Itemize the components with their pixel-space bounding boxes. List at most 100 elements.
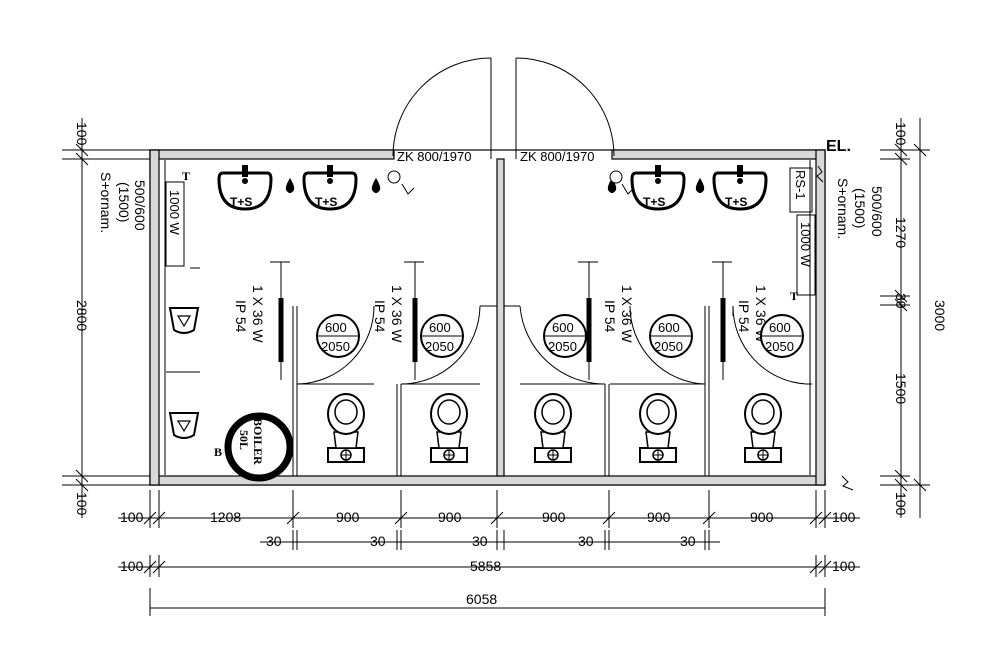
svg-text:2050: 2050 [765,339,794,354]
rs-panel: RS-1 [789,167,813,213]
partition-tag: 600 2050 [760,314,804,358]
svg-text:500/600: 500/600 [132,180,148,231]
svg-text:100: 100 [832,558,856,574]
partition-tag: 600 2050 [420,314,464,358]
svg-text:IP 54: IP 54 [233,300,249,333]
urinal-icon [169,412,199,439]
svg-text:500/600: 500/600 [869,186,885,237]
svg-text:100: 100 [832,509,856,525]
rs-label: RS-1 [793,170,808,200]
thermostat-mark-left: T [182,169,190,183]
svg-text:1208: 1208 [210,509,241,525]
svg-text:600: 600 [658,320,680,335]
toilet-icon [639,393,677,463]
electrical-label: EL. [826,138,851,155]
svg-text:2050: 2050 [548,339,577,354]
toilet-icon [327,393,365,463]
dimension-right: 100 1270 30 1500 100 3000 [880,118,948,518]
partition-tag: 600 2050 [543,314,587,358]
cubicle-doors [296,305,812,385]
svg-text:1 X 36 W: 1 X 36 W [619,285,635,343]
svg-text:1 X 36 W: 1 X 36 W [389,285,405,343]
svg-text:900: 900 [647,509,671,525]
door-label-left: ZK 800/1970 [397,149,471,164]
svg-text:5858: 5858 [470,558,501,574]
svg-text:100: 100 [120,558,144,574]
svg-text:900: 900 [542,509,566,525]
boiler-icon: BOILER 50L [224,412,294,482]
svg-text:1 X 36 W: 1 X 36 W [250,285,266,343]
lamp-icon: 1 X 36 W IP 54 [233,261,290,380]
door-left [392,57,492,159]
sink-label: T+S [315,195,337,209]
svg-text:IP 54: IP 54 [602,300,618,333]
dimension-row-3: 100 5858 100 [118,555,860,577]
partition-tag: 600 2050 [316,314,360,358]
door-right [515,57,615,159]
svg-text:30: 30 [893,293,909,309]
svg-text:600: 600 [429,320,451,335]
towel-holder-icon [387,170,635,195]
sink-label: T+S [643,195,665,209]
door-label-right: ZK 800/1970 [520,149,594,164]
svg-text:2050: 2050 [654,339,683,354]
dimension-row-1: 100 1208 900 900 900 900 900 100 [118,490,860,528]
svg-text:100: 100 [893,122,909,146]
sink-icon: T+S [630,163,686,211]
heater-left: 1000 W [165,181,185,267]
svg-text:100: 100 [120,509,144,525]
cubicle-partitions [292,305,710,476]
svg-text:30: 30 [680,533,696,549]
svg-text:600: 600 [325,320,347,335]
svg-text:IP 54: IP 54 [736,300,752,333]
toilet-icon [744,393,782,463]
svg-text:6058: 6058 [466,591,497,607]
svg-text:S+ornam.: S+ornam. [835,178,851,239]
svg-text:1270: 1270 [893,217,909,248]
boiler-b-mark: B [214,445,222,459]
svg-text:3000: 3000 [932,300,948,331]
lightning-icon [841,475,854,491]
dimension-row-4: 6058 [149,588,826,616]
toilet-icon [430,393,468,463]
thermostat-mark-right: T [790,289,798,303]
svg-text:600: 600 [769,320,791,335]
svg-text:100: 100 [74,122,90,146]
heater-left-label: 1000 W [167,190,182,236]
svg-text:IP 54: IP 54 [372,300,388,333]
lamp-icon: 1 X 36 W IP 54 [372,261,424,380]
sink-label: T+S [725,195,747,209]
lightning-icon [816,165,824,183]
boiler-volume: 50L [237,430,251,450]
toilet-icon [534,393,572,463]
svg-text:30: 30 [266,533,282,549]
heater-right: 1000 W [796,214,816,296]
sink-icon: T+S [217,163,273,211]
sink-icon: T+S [302,163,358,211]
svg-text:30: 30 [472,533,488,549]
svg-text:30: 30 [370,533,386,549]
svg-text:100: 100 [74,492,90,516]
dimension-row-2: 30 30 30 30 30 [260,530,720,550]
socket-note-right: 500/600 (1500) S+ornam. [835,178,885,239]
lamp-icon: 1 X 36 W IP 54 [712,261,769,380]
svg-text:900: 900 [750,509,774,525]
sink-icon: T+S [712,163,768,211]
sink-label: T+S [230,195,252,209]
urinal-icon [169,307,199,334]
svg-text:S+ornam.: S+ornam. [98,172,114,233]
svg-text:(1500): (1500) [116,182,132,222]
socket-note-left: 500/600 (1500) S+ornam. [98,172,148,233]
svg-text:2050: 2050 [321,339,350,354]
soap-dispenser-icon [285,178,705,193]
dimension-left: 100 2800 100 [62,118,150,518]
partition-tag: 600 2050 [649,314,693,358]
boiler-name: BOILER [251,418,265,465]
svg-text:2050: 2050 [425,339,454,354]
svg-text:1500: 1500 [893,373,909,404]
svg-text:100: 100 [893,492,909,516]
svg-text:900: 900 [438,509,462,525]
svg-text:2800: 2800 [74,300,90,331]
lamp-icon: 1 X 36 W IP 54 [578,261,635,380]
